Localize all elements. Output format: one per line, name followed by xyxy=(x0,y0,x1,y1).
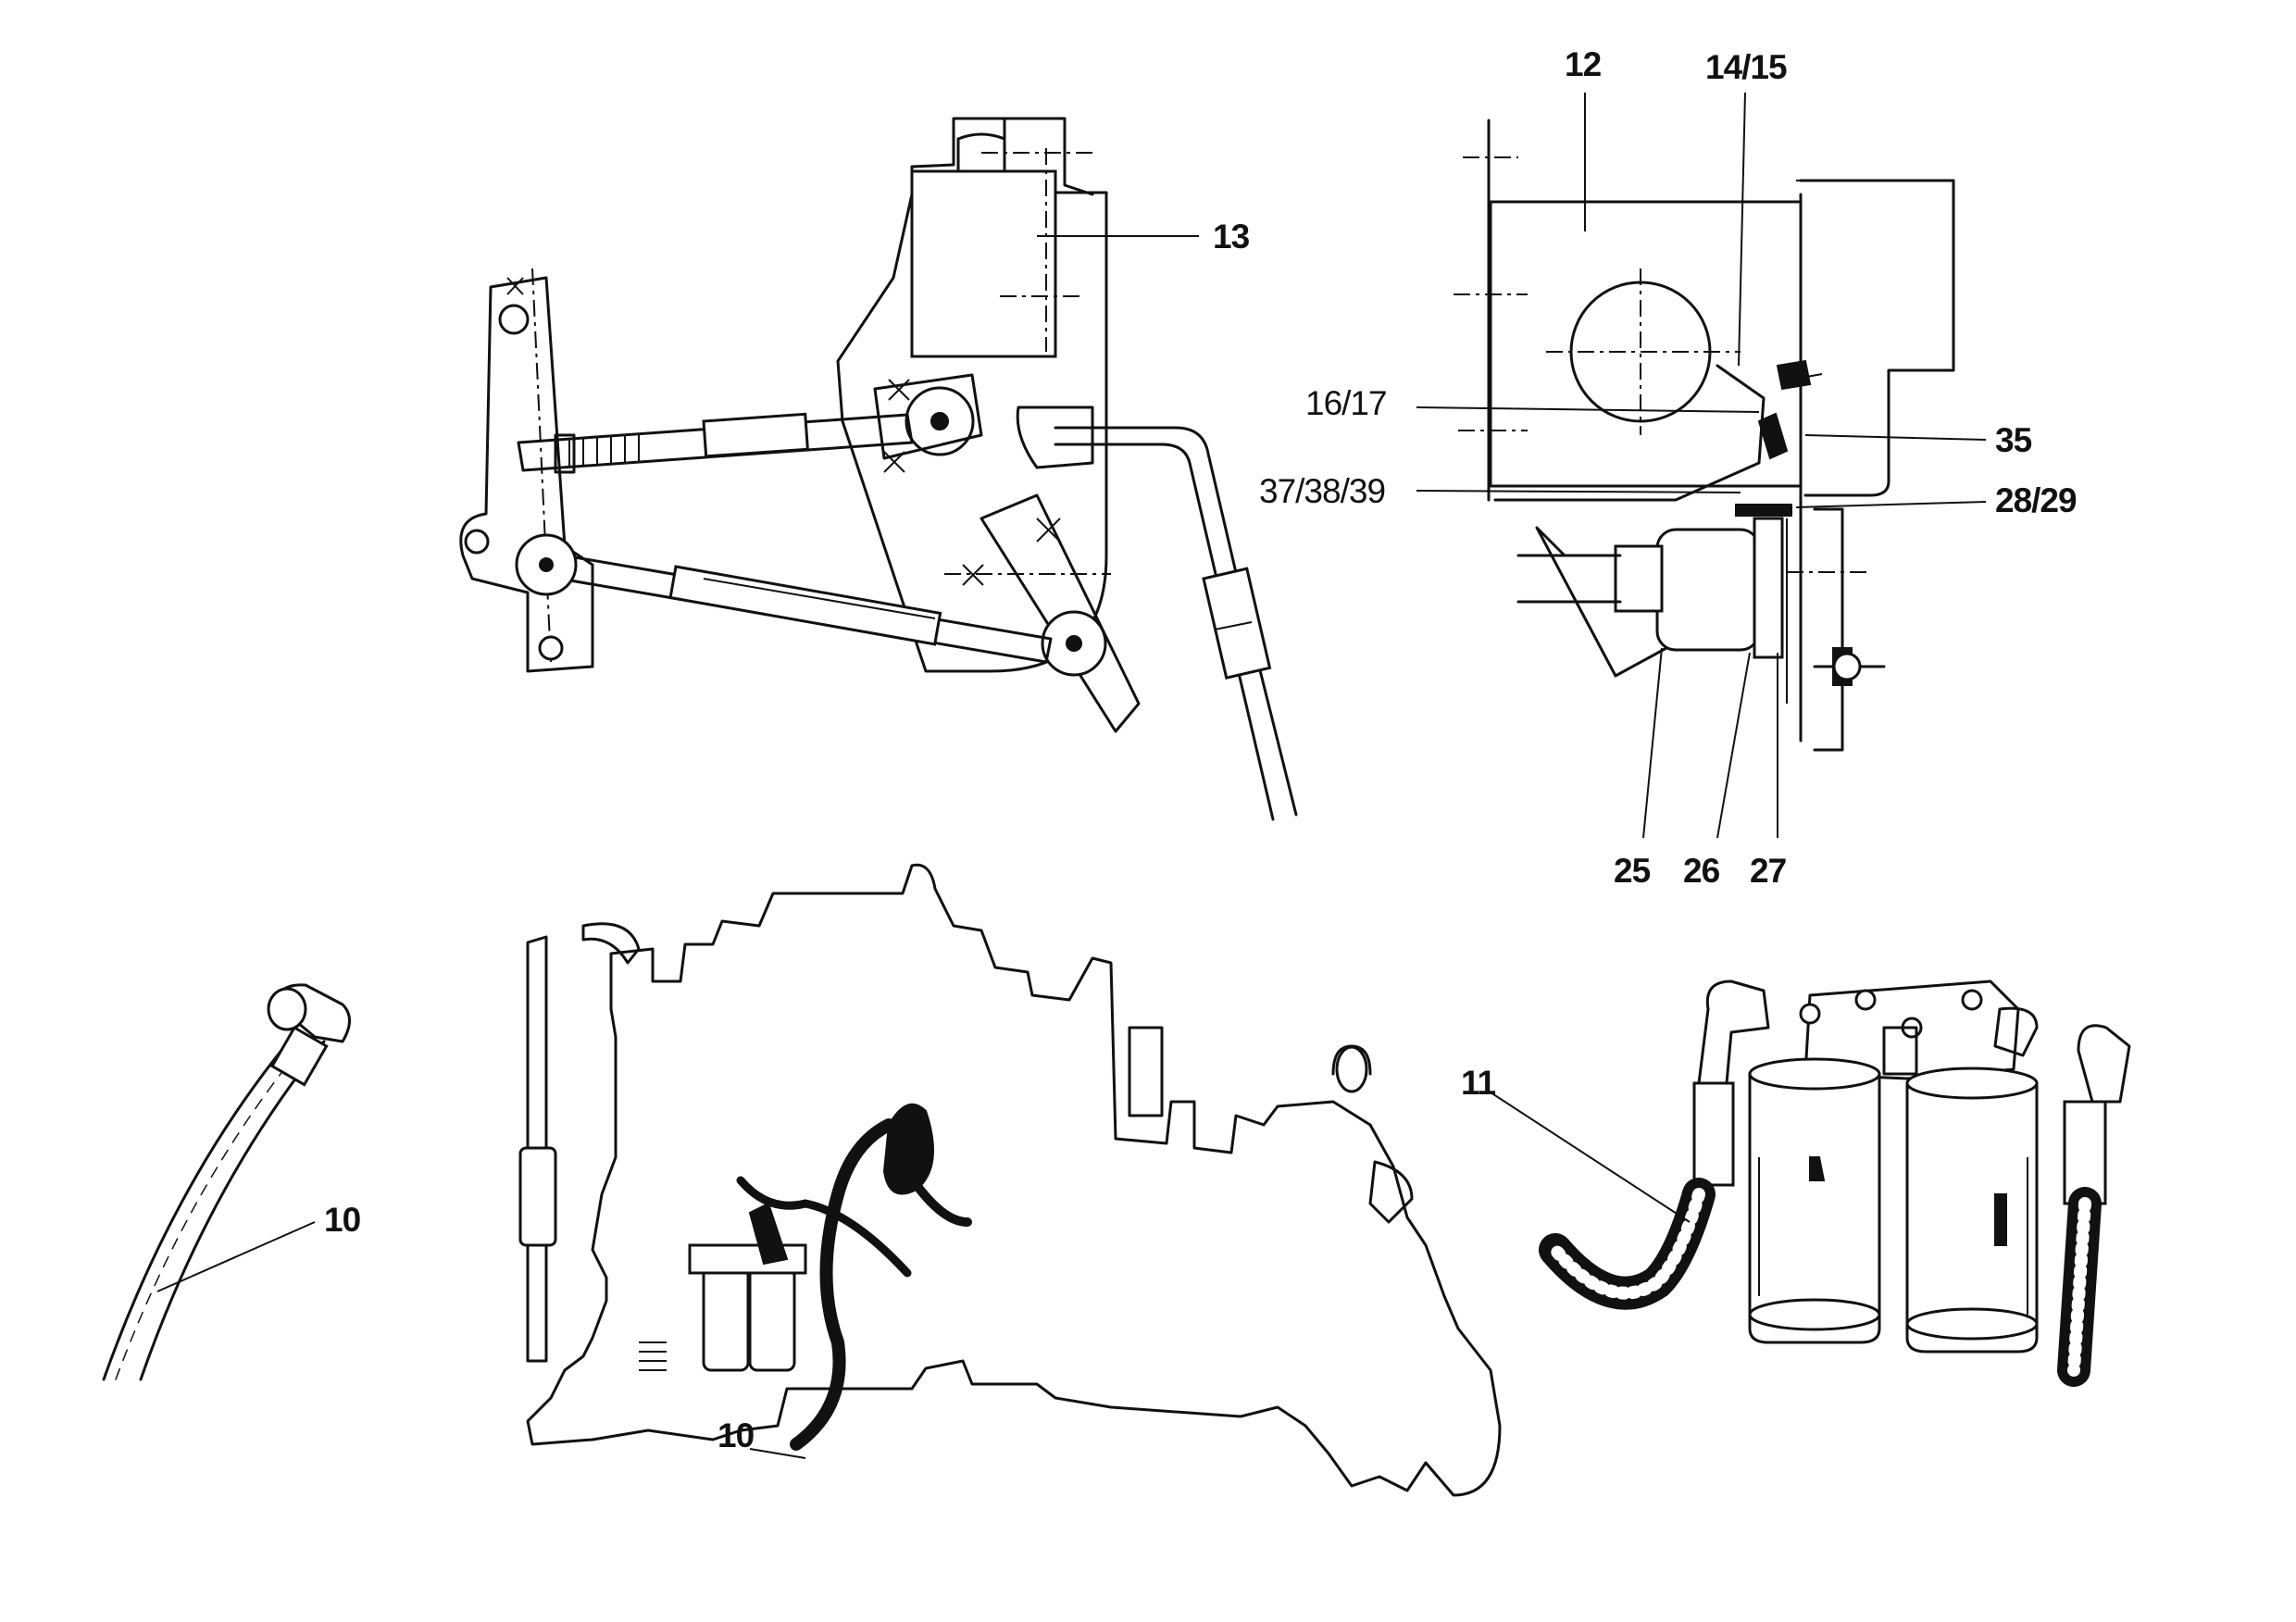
callout-26: 26 xyxy=(1683,852,1720,890)
filter-can-right xyxy=(1905,1081,2039,1354)
twin-filter-figure xyxy=(1539,979,2131,1387)
leader-lines xyxy=(156,92,1987,1459)
callout-35: 35 xyxy=(1995,421,2032,459)
callout-10-engine: 10 xyxy=(718,1416,755,1454)
callout-labels: 13 12 14/15 16/17 35 37/38/39 28/29 25 2… xyxy=(324,45,2078,1454)
bracket-assembly-figure xyxy=(1454,119,1955,752)
callout-28-29: 28/29 xyxy=(1995,481,2077,519)
linkage-assembly-figure xyxy=(459,117,1298,821)
pump-body xyxy=(1655,528,1761,652)
callout-10-hose: 10 xyxy=(324,1201,361,1239)
callout-11: 11 xyxy=(1461,1064,1496,1102)
callout-13: 13 xyxy=(1213,218,1250,256)
filter-can-left xyxy=(1748,1072,1881,1344)
callout-14-15: 14/15 xyxy=(1705,48,1787,86)
actuator-block xyxy=(910,169,1057,358)
callout-16-17: 16/17 xyxy=(1305,384,1387,422)
callout-37-38-39: 37/38/39 xyxy=(1259,472,1385,510)
engine-outline-figure xyxy=(518,863,1502,1497)
callout-12: 12 xyxy=(1565,45,1602,83)
callout-27: 27 xyxy=(1750,852,1786,890)
hose-part-figure xyxy=(102,983,351,1381)
callout-25: 25 xyxy=(1614,852,1651,890)
